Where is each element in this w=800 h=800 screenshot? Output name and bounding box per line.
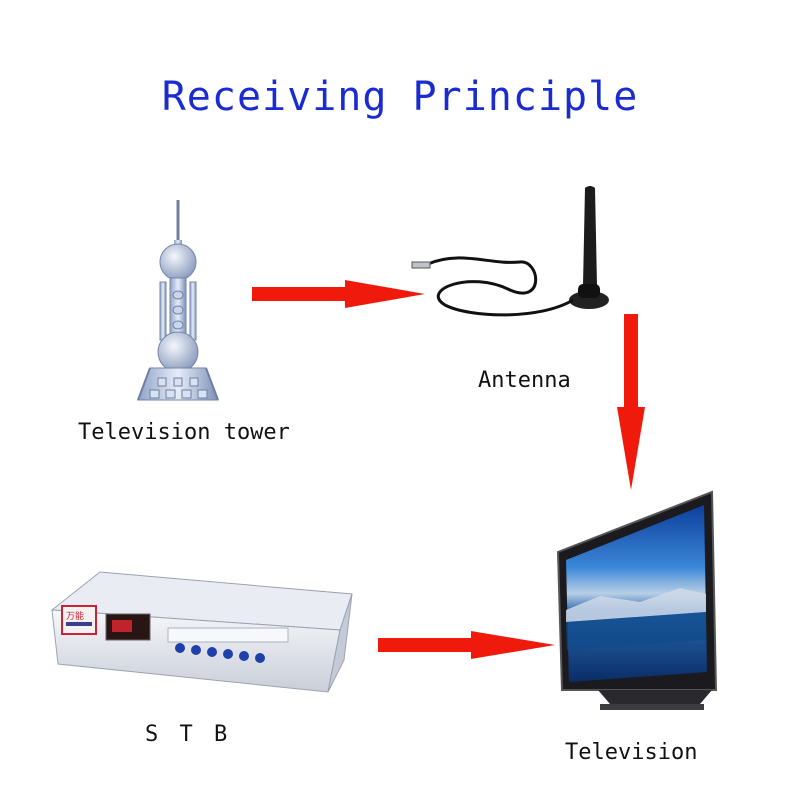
antenna-label: Antenna [478,368,571,393]
page-title: Receiving Principle [161,74,639,120]
tower-label: Television tower [78,420,290,445]
television-label: Television [565,740,698,765]
set-top-box-icon: 万能 [50,571,353,693]
antenna-icon [411,186,609,317]
arrow-antenna-to-tv [617,314,645,490]
arrow-tower-to-antenna [252,280,425,308]
television-tower-icon [137,200,219,401]
stb-label: S T B [145,722,232,747]
svg-text:万能: 万能 [66,610,84,622]
arrow-stb-to-tv [378,631,555,659]
television-icon [556,490,718,710]
